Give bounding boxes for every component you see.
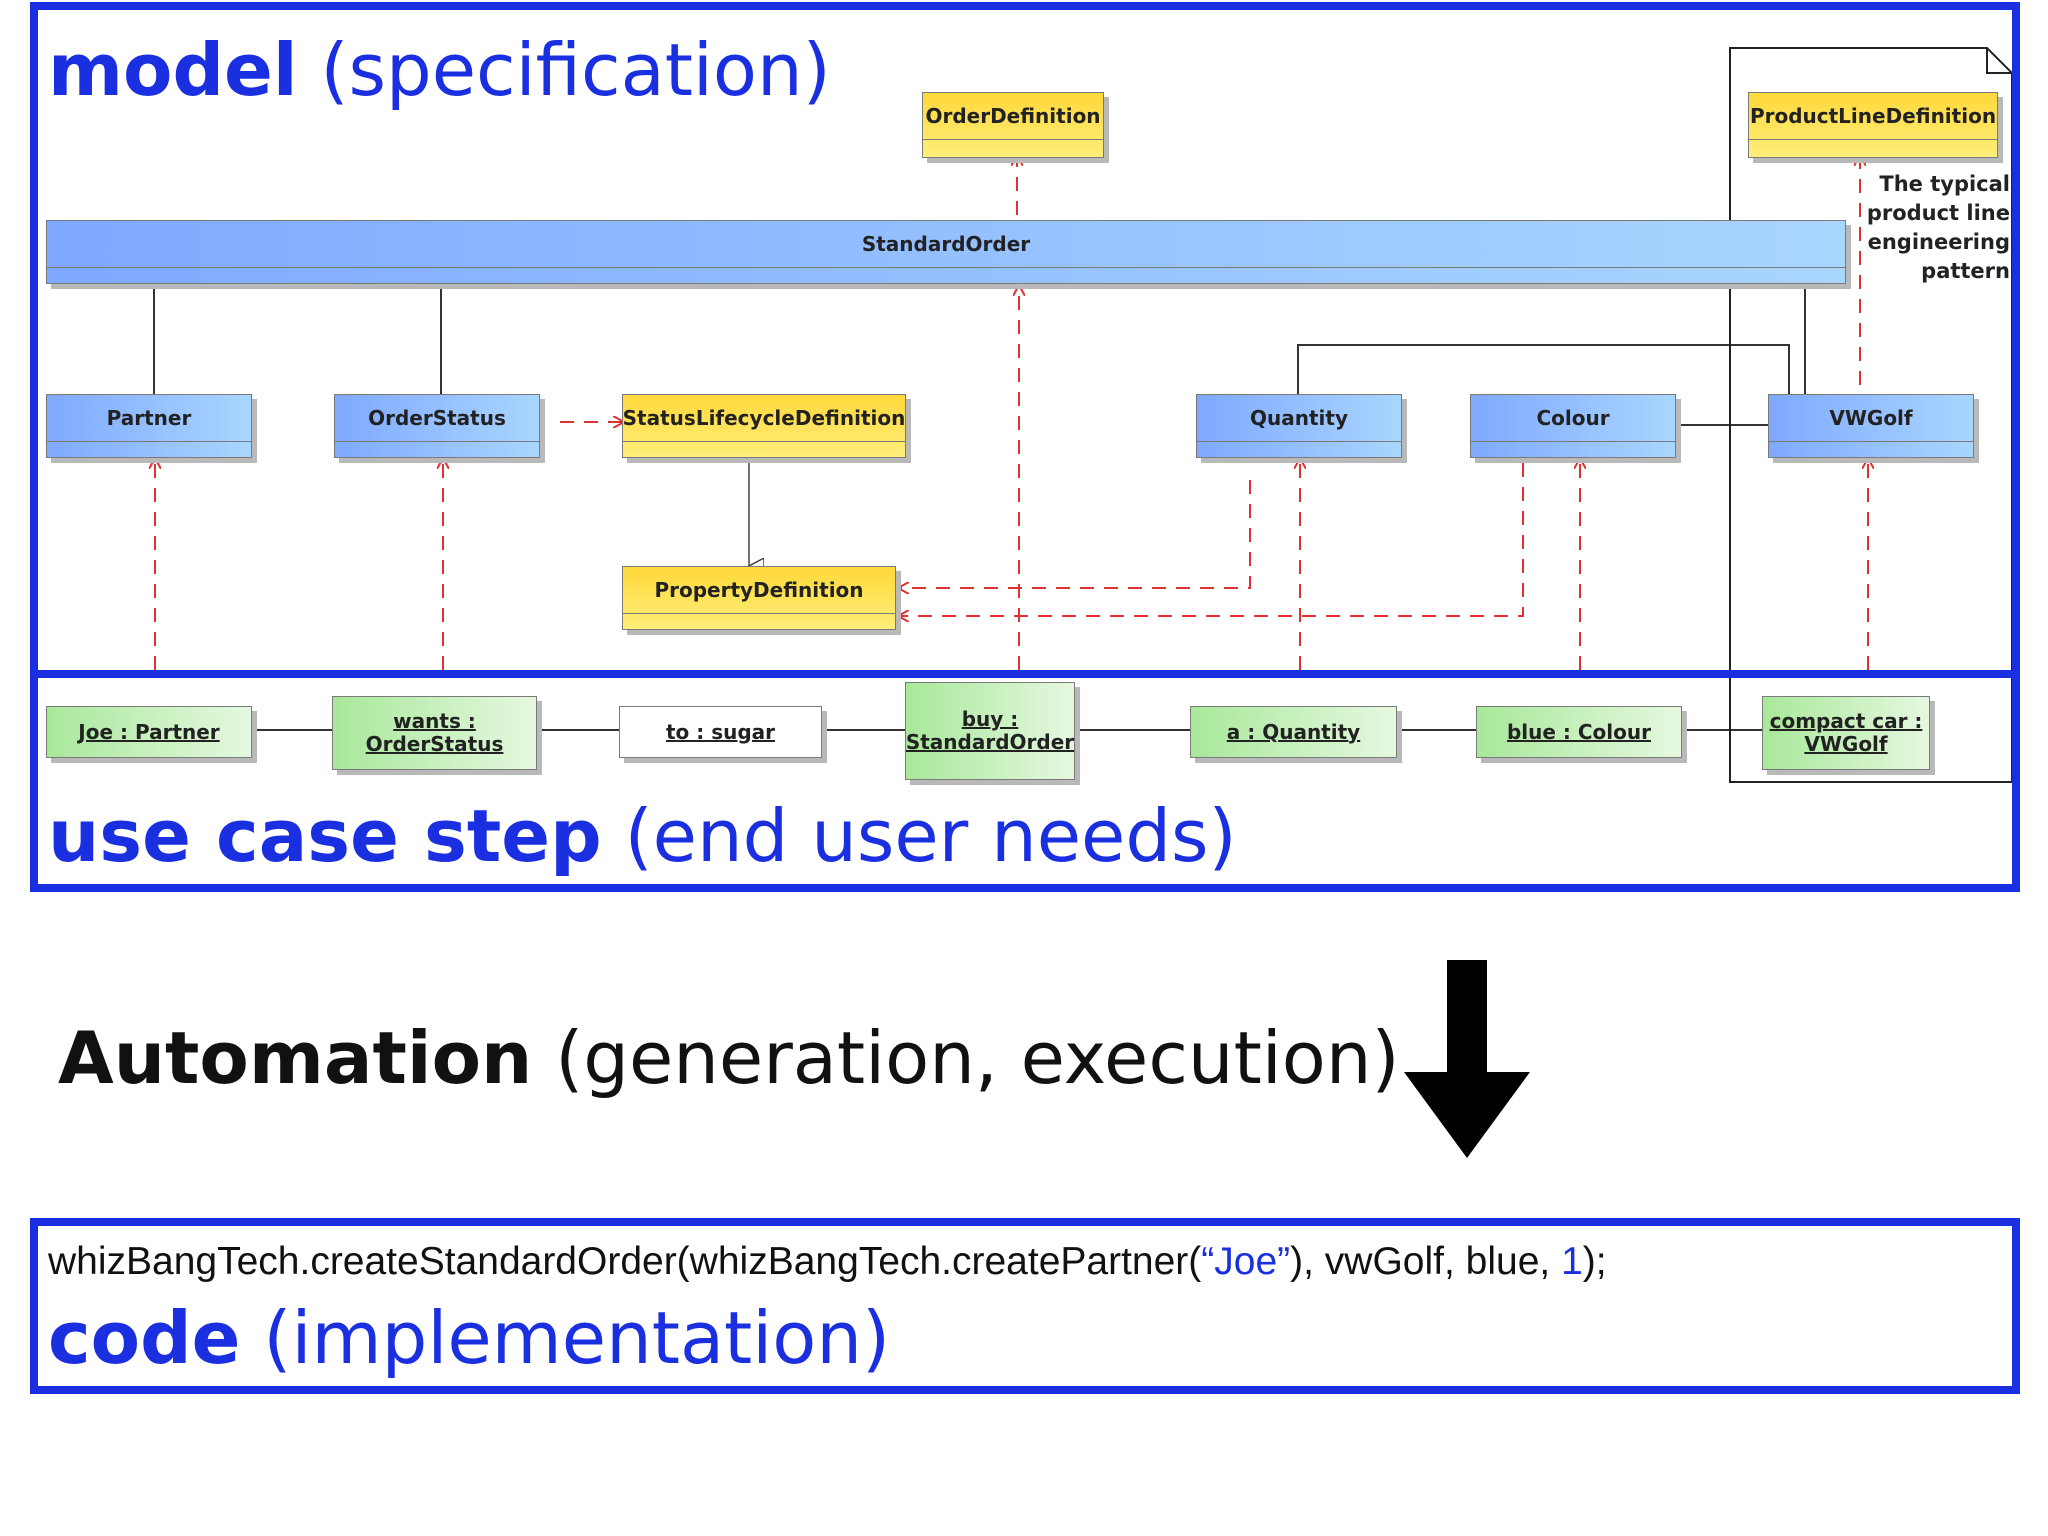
object-label: blue : Colour bbox=[1506, 719, 1651, 744]
automation-heading: Automation (generation, execution) bbox=[58, 1022, 1400, 1094]
object-a-quantity[interactable]: a : Quantity bbox=[1190, 706, 1397, 758]
object-label: wants : bbox=[393, 709, 476, 733]
object-label: to : sugar bbox=[665, 719, 776, 744]
use-case-heading: use case step (end user needs) bbox=[48, 800, 1237, 872]
class-standard-order[interactable]: StandardOrder bbox=[46, 220, 1846, 284]
object-label: buy : bbox=[961, 707, 1019, 731]
object-wants-order-status[interactable]: wants : OrderStatus bbox=[332, 696, 537, 770]
object-label: StandardOrder bbox=[905, 730, 1075, 754]
code-string-literal: “Joe” bbox=[1201, 1240, 1291, 1283]
class-name: OrderStatus bbox=[335, 395, 539, 442]
class-order-status[interactable]: OrderStatus bbox=[334, 394, 540, 458]
class-name: PropertyDefinition bbox=[623, 567, 895, 614]
class-name: VWGolf bbox=[1769, 395, 1973, 442]
code-heading-bold: code bbox=[48, 1296, 241, 1380]
object-buy-standard-order[interactable]: buy : StandardOrder bbox=[905, 682, 1075, 780]
object-blue-colour[interactable]: blue : Colour bbox=[1476, 706, 1682, 758]
use-case-heading-bold: use case step bbox=[48, 794, 602, 878]
code-part: ), vwGolf, blue, bbox=[1290, 1240, 1562, 1283]
note-text: The typical product line engineering pat… bbox=[1820, 170, 2010, 286]
model-heading-normal: (specification) bbox=[320, 28, 831, 112]
model-heading: model (specification) bbox=[48, 34, 831, 106]
use-case-frame bbox=[30, 670, 2020, 892]
class-partner[interactable]: Partner bbox=[46, 394, 252, 458]
note-line: engineering bbox=[1867, 230, 2010, 254]
code-number-literal: 1 bbox=[1561, 1240, 1583, 1283]
code-heading: code (implementation) bbox=[48, 1302, 890, 1374]
object-to-sugar[interactable]: to : sugar bbox=[619, 706, 822, 758]
class-colour[interactable]: Colour bbox=[1470, 394, 1676, 458]
object-joe-partner[interactable]: Joe : Partner bbox=[46, 706, 252, 758]
class-name: ProductLineDefinition bbox=[1749, 93, 1997, 140]
automation-heading-normal: (generation, execution) bbox=[555, 1016, 1400, 1100]
class-name: Quantity bbox=[1197, 395, 1401, 442]
code-part: whizBangTech.createStandardOrder(whizBan… bbox=[48, 1240, 1202, 1283]
note-line: product line bbox=[1866, 201, 2010, 225]
class-name: Partner bbox=[47, 395, 251, 442]
associations bbox=[153, 286, 1806, 731]
class-product-line-definition[interactable]: ProductLineDefinition bbox=[1748, 92, 1998, 158]
automation-heading-bold: Automation bbox=[58, 1016, 533, 1100]
model-heading-bold: model bbox=[48, 28, 298, 112]
note-line: pattern bbox=[1921, 259, 2010, 283]
use-case-heading-normal: (end user needs) bbox=[624, 794, 1237, 878]
object-compact-car-vwgolf[interactable]: compact car : VWGolf bbox=[1762, 696, 1930, 770]
dependencies bbox=[155, 155, 1868, 670]
class-name: Colour bbox=[1471, 395, 1675, 442]
code-heading-normal: (implementation) bbox=[263, 1296, 891, 1380]
code-frame bbox=[30, 1218, 2020, 1394]
class-order-definition[interactable]: OrderDefinition bbox=[922, 92, 1104, 158]
class-name: StatusLifecycleDefinition bbox=[623, 395, 905, 442]
class-status-lifecycle-definition[interactable]: StatusLifecycleDefinition bbox=[622, 394, 906, 458]
object-label: a : Quantity bbox=[1226, 719, 1361, 744]
class-name: OrderDefinition bbox=[923, 93, 1103, 140]
object-label: OrderStatus bbox=[365, 732, 504, 756]
class-property-definition[interactable]: PropertyDefinition bbox=[622, 566, 896, 630]
down-arrow-icon bbox=[1404, 960, 1530, 1158]
object-label: compact car : bbox=[1769, 709, 1923, 733]
note-line: The typical bbox=[1879, 172, 2010, 196]
class-name: StandardOrder bbox=[47, 221, 1845, 268]
class-quantity[interactable]: Quantity bbox=[1196, 394, 1402, 458]
object-label: VWGolf bbox=[1804, 732, 1888, 756]
code-statement: whizBangTech.createStandardOrder(whizBan… bbox=[48, 1240, 1607, 1284]
class-vwgolf[interactable]: VWGolf bbox=[1768, 394, 1974, 458]
object-label: Joe : Partner bbox=[78, 719, 220, 744]
code-part: ); bbox=[1582, 1240, 1607, 1283]
